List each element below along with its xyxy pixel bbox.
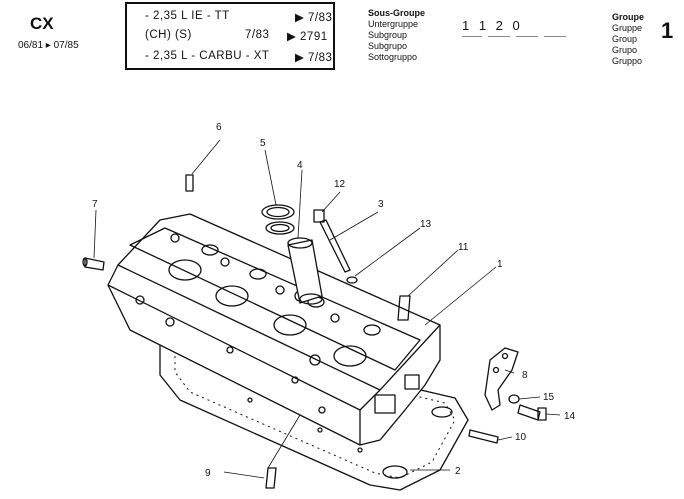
bolt: [517, 404, 547, 421]
leader-lines: [93, 139, 561, 479]
seal-rings: [261, 204, 295, 235]
callout-10: 10: [515, 432, 527, 443]
vehicle-model: CX: [30, 14, 54, 33]
callout-8: 8: [522, 370, 528, 381]
callout-15: 15: [543, 392, 555, 403]
callout-6: 6: [216, 122, 222, 133]
tube: [287, 237, 323, 305]
callout-1: 1: [497, 259, 503, 270]
callout-14: 14: [564, 411, 576, 422]
bracket: [484, 347, 519, 411]
washer: [508, 394, 520, 404]
group-label: Groupe: [612, 12, 645, 22]
callout-4: 4: [297, 160, 303, 171]
stud: [468, 429, 499, 444]
variant-arrow: ▶ 7/83: [295, 52, 333, 64]
pin: [185, 174, 194, 192]
subgroup-labels: Sous-Groupe Untergruppe Subgroup Subgrup…: [368, 8, 425, 63]
group-number: 1: [661, 18, 674, 43]
variant-line-1: - 2,35 L IE - TT ▶ 7/83: [145, 10, 332, 24]
callout-9: 9: [205, 468, 211, 479]
subgroup-label: Sous-Groupe: [368, 8, 426, 18]
callout-5: 5: [260, 138, 266, 149]
variant-note: 7/83: [245, 29, 270, 41]
group-label: Grupo: [612, 45, 638, 55]
subgroup-label: Untergruppe: [368, 19, 419, 29]
callout-3: 3: [378, 199, 384, 210]
subgroup-label: Sottogruppo: [368, 52, 418, 62]
cylinder-head: [107, 213, 441, 446]
group-labels: Groupe Gruppe Group Grupo Gruppo: [612, 12, 644, 67]
dowel: [82, 257, 105, 271]
subgroup-code: 1 1 2 0: [462, 18, 523, 33]
variant-arrow: ▶ 7/83: [295, 12, 333, 24]
callout-13: 13: [420, 219, 432, 230]
variant-arrow: ▶ 2791: [287, 31, 328, 43]
date-range: 06/81 ▸ 07/85: [18, 40, 79, 51]
stud: [397, 295, 411, 321]
callout-12: 12: [334, 179, 346, 190]
group-label: Group: [612, 34, 638, 44]
variant-label: (CH) (S): [145, 29, 192, 41]
washer: [346, 276, 358, 284]
variant-label: - 2,35 L IE - TT: [145, 10, 230, 22]
stud: [265, 467, 277, 489]
callout-7: 7: [92, 199, 98, 210]
variant-line-2: (CH) (S) 7/83 ▶ 2791: [145, 29, 327, 43]
subgroup-label: Subgroup: [368, 30, 408, 40]
rod: [313, 209, 351, 273]
group-label: Gruppe: [612, 23, 643, 33]
group-label: Gruppo: [612, 56, 643, 66]
variant-line-3: - 2,35 L - CARBU - XT ▶ 7/83: [145, 50, 332, 64]
variant-box: - 2,35 L IE - TT ▶ 7/83 (CH) (S) 7/83 ▶ …: [125, 2, 335, 70]
callout-2: 2: [455, 466, 461, 477]
subgroup-label: Subgrupo: [368, 41, 408, 51]
callout-11: 11: [458, 242, 469, 253]
variant-label: - 2,35 L - CARBU - XT: [145, 50, 270, 62]
